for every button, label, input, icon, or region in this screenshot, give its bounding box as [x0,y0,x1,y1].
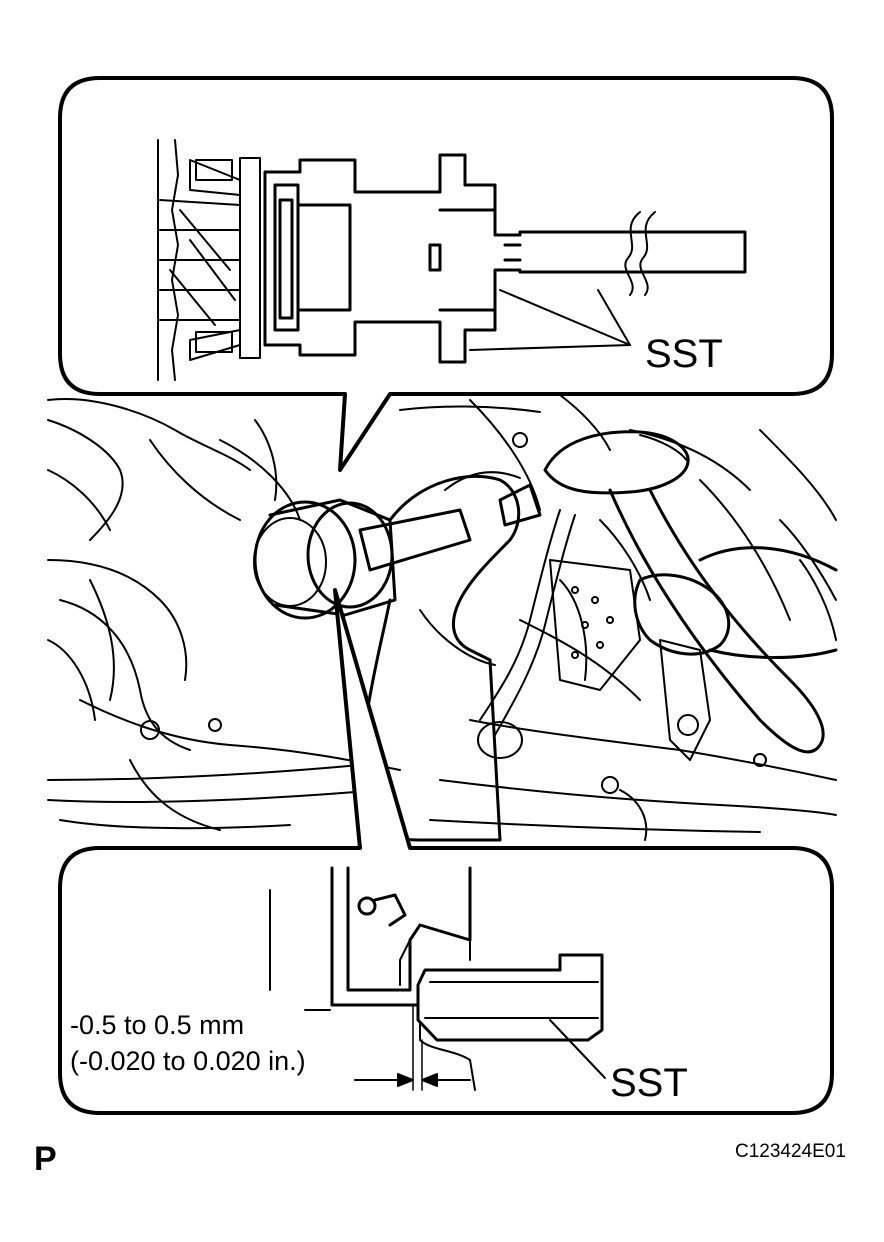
sst-tool-section [263,153,747,364]
vehicle-underside-scene [47,394,838,842]
tolerance-in-label: (-0.020 to 0.020 in.) [70,1046,306,1076]
bottom-detail-callout [58,588,834,1115]
sst-label-bottom: SST [610,1061,688,1105]
tolerance-mm-label: -0.5 to 0.5 mm [70,1010,245,1040]
sst-label-top: SST [645,332,723,376]
corner-mark: P [34,1140,57,1178]
seal-profile [269,866,476,1091]
sst-tip-section [416,953,604,1042]
bearing-housing-section [157,139,261,381]
dimension-marks [304,1004,471,1091]
figure-code: C123424E01 [735,1141,846,1162]
top-detail-callout [58,76,834,472]
